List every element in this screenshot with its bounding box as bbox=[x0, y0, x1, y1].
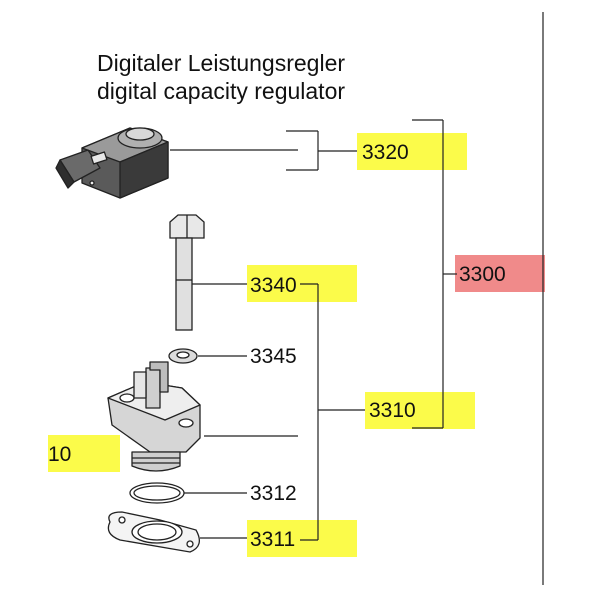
highlight-3311 bbox=[247, 520, 357, 557]
part-label-3300: 3300 bbox=[459, 263, 506, 286]
part-label-3320: 3320 bbox=[362, 141, 409, 164]
highlight-3320 bbox=[357, 133, 467, 170]
highlight-3310 bbox=[365, 392, 475, 429]
part-label-3345: 3345 bbox=[250, 345, 297, 368]
o-ring-icon bbox=[129, 482, 185, 504]
bolt-icon bbox=[169, 214, 205, 331]
part-label-3312: 3312 bbox=[250, 482, 297, 505]
highlight-partial-10 bbox=[48, 435, 120, 472]
gasket-icon bbox=[107, 511, 201, 553]
regulator-valve-body-icon bbox=[107, 361, 201, 472]
part-label-3340: 3340 bbox=[250, 274, 297, 297]
part-label-partial: 10 bbox=[48, 443, 72, 466]
highlight-3300 bbox=[455, 255, 545, 292]
solenoid-coil-icon bbox=[55, 127, 169, 199]
washer-icon bbox=[168, 348, 198, 364]
title-german: Digitaler Leistungsregler bbox=[97, 50, 346, 76]
title-english: digital capacity regulator bbox=[97, 78, 346, 104]
part-label-3311: 3311 bbox=[250, 528, 296, 551]
part-label-3310: 3310 bbox=[369, 399, 416, 422]
